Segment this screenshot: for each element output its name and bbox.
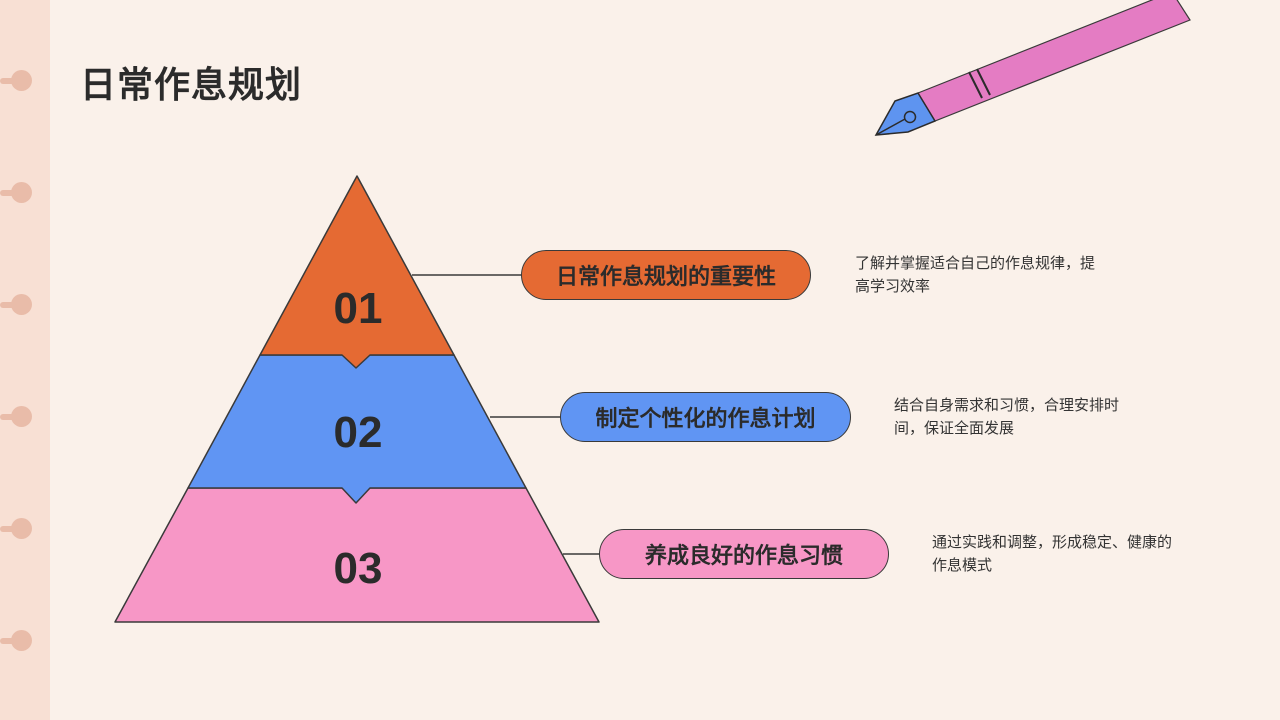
level-3-label: 养成良好的作息习惯 xyxy=(599,529,889,579)
binding-ring-icon xyxy=(0,406,34,428)
page-title: 日常作息规划 xyxy=(80,65,303,106)
level-1-description: 了解并掌握适合自己的作息规律，提高学习效率 xyxy=(855,254,1096,295)
binding-ring-icon xyxy=(0,70,34,92)
notebook-binding-strip xyxy=(0,0,50,720)
level-1-label: 日常作息规划的重要性 xyxy=(521,250,811,300)
binding-ring-icon xyxy=(0,630,34,652)
pyramid-level-1 xyxy=(259,175,455,369)
level-number-3: 03 xyxy=(334,544,383,593)
binding-ring-icon xyxy=(0,294,34,316)
binding-ring-icon xyxy=(0,182,34,204)
level-3-description: 通过实践和调整，形成稳定、健康的作息模式 xyxy=(932,533,1173,574)
level-2-description: 结合自身需求和习惯，合理安排时间，保证全面发展 xyxy=(894,396,1120,437)
level-number-2: 02 xyxy=(334,408,383,457)
binding-ring-icon xyxy=(0,518,34,540)
level-2-label: 制定个性化的作息计划 xyxy=(560,392,851,442)
level-number-1: 01 xyxy=(334,284,383,333)
pyramid-level-2 xyxy=(187,354,527,504)
